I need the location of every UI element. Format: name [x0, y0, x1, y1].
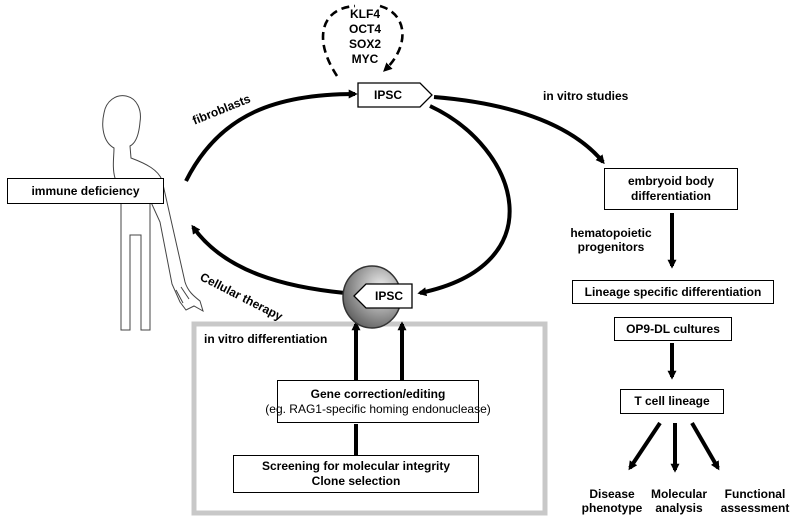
screening-line-2: Clone selection — [311, 474, 401, 488]
outcome-molecular-line-2: analysis — [655, 501, 703, 515]
t-cell-lineage-box: T cell lineage — [620, 389, 724, 414]
embryoid-line-1: embryoid body — [627, 174, 714, 188]
hematopoietic-line-2: progenitors — [577, 240, 645, 254]
cellular-therapy-arrow — [191, 224, 346, 295]
lineage-specific-box: Lineage specific differentiation — [572, 280, 774, 304]
outcome-disease-line-1: Disease — [589, 487, 635, 501]
factor-klf4: KLF4 — [350, 7, 380, 21]
fibroblasts-arrow — [184, 89, 358, 182]
embryoid-line-2: differentiation — [631, 189, 711, 203]
screening-box: Screening for molecular integrity Clone … — [233, 455, 479, 493]
ipsc-loop-arrow — [417, 104, 512, 297]
outcome-disease-line-2: phenotype — [581, 501, 643, 515]
outcome-functional-line-1: Functional — [724, 487, 786, 501]
hematopoietic-progenitors-label: hematopoietic progenitors — [566, 226, 656, 254]
hematopoietic-line-1: hematopoietic — [570, 226, 652, 240]
screening-line-1: Screening for molecular integrity — [261, 459, 451, 473]
factor-myc: MYC — [351, 52, 379, 66]
gene-correction-box: Gene correction/editing (eg. RAG1-specif… — [265, 380, 491, 423]
ipsc-top-label: IPSC — [373, 88, 402, 102]
outcome-molecular-analysis: Molecular analysis — [646, 487, 712, 515]
factor-sox2: SOX2 — [348, 37, 381, 51]
embryoid-body-box: embryoid body differentiation — [604, 168, 738, 210]
tcell-to-disease-arrow — [628, 421, 662, 471]
outcome-functional-line-2: assessment — [720, 501, 790, 515]
gene-correction-title: Gene correction/editing — [310, 386, 446, 401]
reprogramming-loop-arrow — [321, 4, 404, 76]
outcome-molecular-line-1: Molecular — [650, 487, 707, 501]
human-figure-arm-icon — [175, 286, 190, 304]
in-vitro-studies-label: in vitro studies — [543, 89, 629, 103]
ipsc-mid-tag-shape — [353, 283, 413, 309]
in-vitro-differentiation-label: in vitro differentiation — [204, 332, 328, 346]
outcome-functional-assessment: Functional assessment — [714, 487, 796, 515]
ipsc-mid-label: IPSC — [374, 289, 403, 303]
immune-deficiency-box: immune deficiency — [7, 178, 164, 204]
factor-oct4: OCT4 — [348, 22, 381, 36]
outcome-disease-phenotype: Disease phenotype — [576, 487, 648, 515]
gene-correction-example: (eg. RAG1-specific homing endonuclease) — [265, 401, 491, 416]
tcell-to-functional-arrow — [690, 421, 720, 471]
in-vitro-studies-arrow — [433, 95, 605, 165]
reprogramming-factors: KLF4 OCT4 SOX2 MYC — [341, 7, 389, 67]
human-figure-icon — [102, 95, 204, 331]
ipsc-top-tag-shape — [357, 82, 433, 108]
op9-dl-box: OP9-DL cultures — [614, 317, 732, 341]
